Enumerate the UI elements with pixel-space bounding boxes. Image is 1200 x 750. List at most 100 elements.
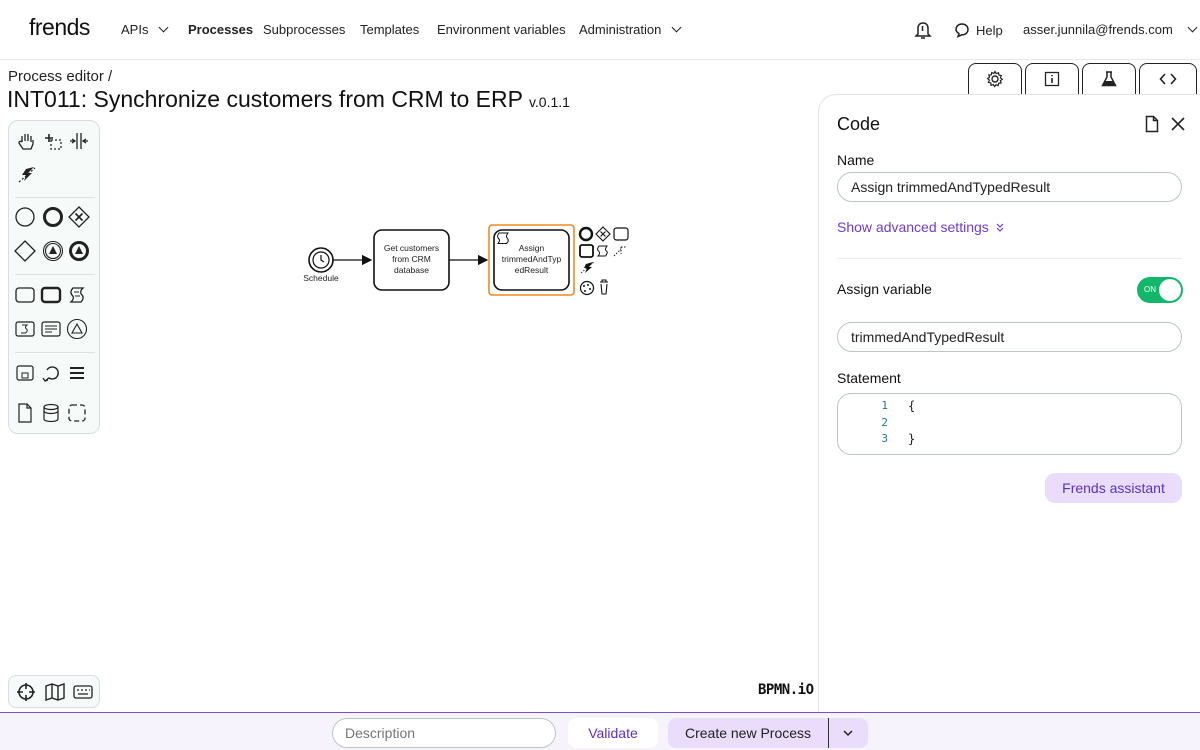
task2-line: trimmedAndTyp <box>501 254 562 264</box>
double-chevron-down-icon <box>996 223 1004 232</box>
throw-event-icon[interactable] <box>67 239 91 263</box>
create-new-process-button[interactable]: Create new Process <box>668 718 868 748</box>
nav-subprocesses[interactable]: Subprocesses <box>263 22 345 37</box>
data-table-icon[interactable] <box>39 317 63 341</box>
nav-apis[interactable]: APIs <box>121 22 169 37</box>
data-store-icon[interactable] <box>39 401 63 425</box>
selection-outline <box>488 224 575 296</box>
process-version: v.0.1.1 <box>528 94 570 110</box>
list-icon[interactable] <box>65 361 89 385</box>
show-advanced-settings-link[interactable]: Show advanced settings <box>837 219 1004 235</box>
context-pad[interactable] <box>578 226 629 296</box>
tab-test[interactable] <box>1082 63 1136 94</box>
nav-environment-variables[interactable]: Environment variables <box>437 22 566 37</box>
keyboard-icon[interactable] <box>71 680 95 704</box>
frends-assistant-button[interactable]: Frends assistant <box>1045 473 1182 503</box>
code-brackets-icon <box>1159 73 1177 85</box>
task2-line: Assign <box>518 243 545 253</box>
bpmn-canvas[interactable]: Schedule Get customers from CRM database… <box>100 110 810 710</box>
user-menu[interactable]: asser.junnila@frends.com <box>1023 22 1198 37</box>
variable-name-input[interactable] <box>837 322 1182 352</box>
assign-variable-toggle[interactable]: ON <box>1137 277 1183 303</box>
chevron-down-icon <box>159 22 169 33</box>
info-icon <box>1044 71 1060 87</box>
help-label: Help <box>976 22 1003 38</box>
frends-logo[interactable]: frends <box>29 14 90 40</box>
start-event-schedule[interactable] <box>308 247 334 273</box>
task2-line: edResult <box>514 265 549 275</box>
tab-code[interactable] <box>1139 63 1197 94</box>
lasso-tool-icon[interactable] <box>41 129 65 153</box>
nav-processes-label: Processes <box>188 22 254 37</box>
chevron-down-icon <box>843 729 853 736</box>
line-number: 2 <box>881 416 888 429</box>
gear-icon <box>986 70 1004 88</box>
assign-variable-label: Assign variable <box>837 281 932 297</box>
create-process-label: Create new Process <box>684 725 812 741</box>
intermediate-event-icon[interactable] <box>41 239 65 263</box>
nav-subprocesses-label: Subprocesses <box>263 22 346 37</box>
code-text: { <box>908 399 916 413</box>
tab-info[interactable] <box>1025 63 1079 94</box>
task-assign-result[interactable] <box>493 229 570 291</box>
statement-label: Statement <box>837 370 901 386</box>
nav-templates-label: Templates <box>360 22 420 37</box>
task1-line: Get customers <box>383 243 440 253</box>
description-input[interactable] <box>332 718 556 748</box>
gateway-icon[interactable] <box>13 239 37 263</box>
start-event-icon[interactable] <box>13 205 37 229</box>
group-icon[interactable] <box>65 401 89 425</box>
nav-processes[interactable]: Processes <box>188 22 253 37</box>
nav-templates[interactable]: Templates <box>360 22 419 37</box>
task1-line: from CRM <box>392 254 431 264</box>
subprocess-icon[interactable] <box>39 283 63 307</box>
toggle-on-text: ON <box>1144 285 1156 294</box>
hand-tool-icon[interactable] <box>15 129 39 153</box>
code-task-icon[interactable] <box>13 317 37 341</box>
process-title: INT011: Synchronize customers from CRM t… <box>7 86 523 112</box>
crosshair-icon[interactable] <box>14 680 38 704</box>
global-connect-tool-icon[interactable] <box>15 162 39 186</box>
name-input[interactable] <box>837 172 1182 202</box>
code-text: } <box>908 432 916 446</box>
task1-line: database <box>394 265 429 275</box>
nav-apis-label: APIs <box>121 22 149 37</box>
breadcrumb[interactable]: Process editor / <box>8 68 113 85</box>
name-label: Name <box>837 152 875 168</box>
nav-administration[interactable]: Administration <box>579 22 682 37</box>
script-task-icon[interactable] <box>65 283 89 307</box>
nav-environment-variables-label: Environment variables <box>437 22 566 37</box>
bpmn-io-watermark[interactable]: BPMN.iO <box>758 682 814 698</box>
notification-bell-icon[interactable] <box>914 20 932 40</box>
space-tool-icon[interactable] <box>67 129 91 153</box>
validate-button[interactable]: Validate <box>568 718 658 748</box>
page-title: INT011: Synchronize customers from CRM t… <box>7 86 570 113</box>
task-get-customers-label: Get customers from CRM database <box>376 243 447 276</box>
document-icon[interactable] <box>1144 115 1160 133</box>
tab-settings[interactable] <box>968 63 1022 94</box>
line-number: 1 <box>881 399 888 412</box>
toggle-knob <box>1159 279 1181 301</box>
flask-icon <box>1101 71 1117 87</box>
chevron-down-icon <box>671 22 682 33</box>
panel-title: Code <box>837 114 881 134</box>
task-icon[interactable] <box>13 283 37 307</box>
user-email: asser.junnila@frends.com <box>1023 22 1173 37</box>
warning-event-icon[interactable] <box>65 317 89 341</box>
close-icon[interactable] <box>1170 115 1186 133</box>
loop-icon[interactable] <box>39 361 63 385</box>
map-icon[interactable] <box>43 680 67 704</box>
statement-code-editor[interactable]: 1 { 2 3} <box>837 393 1182 455</box>
bottom-action-bar: Validate Create new Process <box>0 712 1200 750</box>
create-options-dropdown[interactable] <box>828 718 868 748</box>
help-link[interactable]: Help <box>954 22 1003 38</box>
data-object-icon[interactable] <box>13 401 37 425</box>
line-number: 3 <box>881 432 888 445</box>
advanced-settings-label: Show advanced settings <box>837 219 989 235</box>
properties-panel: Code Name Show advanced settings Assign … <box>818 94 1200 714</box>
end-event-icon[interactable] <box>41 205 65 229</box>
task-assign-result-label: Assign trimmedAndTyp edResult <box>496 243 567 276</box>
call-activity-icon[interactable] <box>13 361 37 385</box>
exclusive-gateway-icon[interactable] <box>67 205 91 229</box>
bpmn-palette <box>8 120 100 434</box>
